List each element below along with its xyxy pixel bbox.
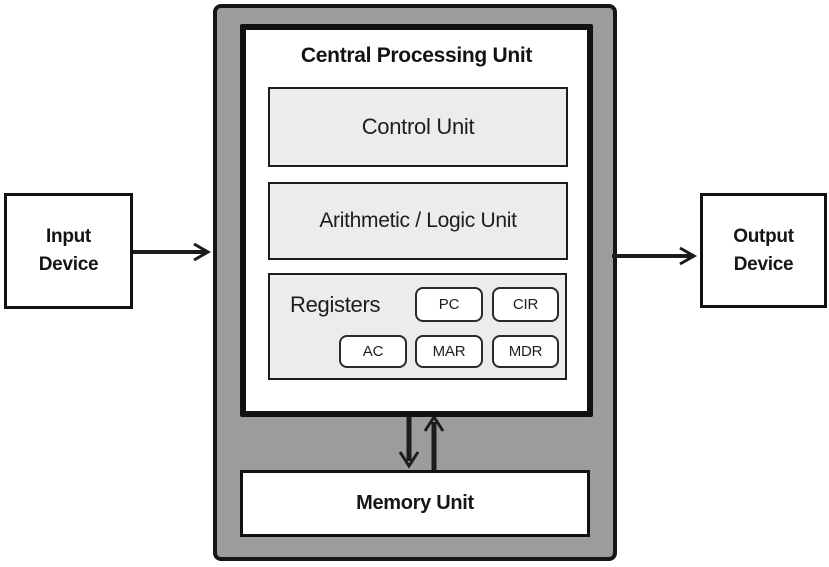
registers-box: Registers PC CIR AC MAR MDR (268, 273, 567, 380)
register-pc: PC (415, 287, 483, 322)
alu-box: Arithmetic / Logic Unit (268, 182, 568, 260)
register-cir: CIR (492, 287, 559, 322)
register-ac: AC (339, 335, 407, 368)
memory-unit-box: Memory Unit (240, 470, 590, 537)
output-device-box: Output Device (700, 193, 827, 308)
registers-label: Registers (290, 292, 381, 317)
register-mdr: MDR (492, 335, 559, 368)
input-to-system-arrow (133, 242, 212, 262)
system-to-output-arrow (612, 246, 698, 266)
control-unit-box: Control Unit (268, 87, 568, 167)
register-mar: MAR (415, 335, 483, 368)
cpu-title: Central Processing Unit (300, 44, 533, 67)
input-device-box: Input Device (4, 193, 133, 309)
